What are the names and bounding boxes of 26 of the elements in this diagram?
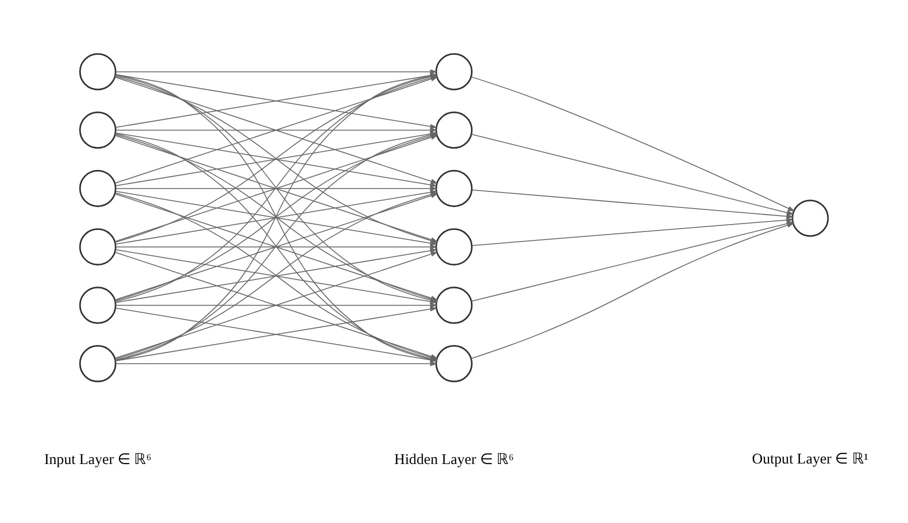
arrow xyxy=(115,361,438,366)
node-circle xyxy=(79,286,116,324)
arrow xyxy=(115,186,438,192)
node-circle xyxy=(79,112,116,149)
arrow xyxy=(472,190,794,219)
arrow xyxy=(115,128,438,133)
arrow xyxy=(470,76,796,212)
node-circle xyxy=(435,53,473,90)
arrow xyxy=(471,134,794,216)
node-circle xyxy=(435,112,473,149)
node-circle xyxy=(79,345,116,382)
node-circle xyxy=(435,170,473,208)
label: Output Layer ∈ ℝ¹ xyxy=(752,452,868,468)
label: Hidden Layer ∈ ℝ⁶ xyxy=(394,452,514,468)
label: Input Layer ∈ ℝ⁶ xyxy=(44,452,152,468)
node-circle xyxy=(435,345,473,382)
node-circle xyxy=(79,53,116,90)
node-circle xyxy=(79,170,116,208)
arrow xyxy=(115,69,438,74)
arrow xyxy=(470,222,794,359)
node-circle xyxy=(792,200,829,237)
node-circle xyxy=(435,286,473,324)
arrow xyxy=(115,302,438,308)
node-circle xyxy=(79,228,116,266)
node-circle xyxy=(435,228,473,266)
arrow xyxy=(115,244,438,250)
